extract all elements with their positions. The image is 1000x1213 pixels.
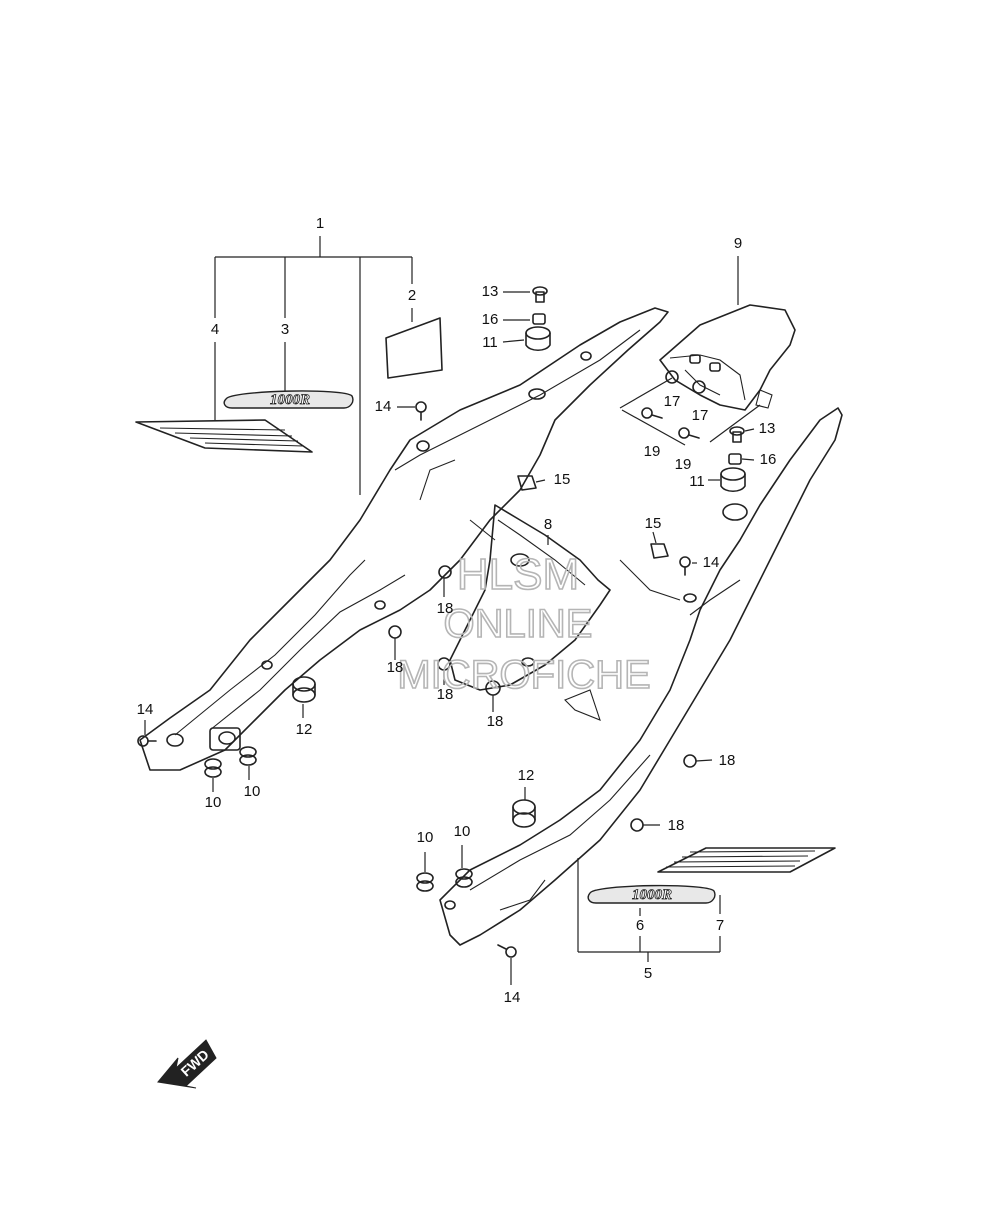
callout-5: 5 [644, 965, 652, 982]
decal-part-6: 1000R [587, 884, 716, 904]
collar-16-right [728, 453, 742, 465]
stripe-decal-part-4 [135, 419, 313, 453]
callout-1: 1 [316, 215, 324, 232]
callout-13-b: 13 [759, 420, 776, 437]
callout-11-a: 11 [482, 334, 498, 351]
nut-18-f [630, 818, 644, 832]
left-frame-cover [139, 307, 669, 771]
forward-direction-arrow: FWD [157, 1039, 217, 1089]
callout-7: 7 [716, 917, 724, 934]
callout-19-b: 19 [675, 456, 692, 473]
bolt-13-right [729, 426, 745, 443]
watermark-line-3: MICROFICHE [397, 653, 650, 697]
nut-18-e [683, 754, 697, 768]
callout-14-c: 14 [137, 701, 154, 718]
screw-14-a [415, 401, 427, 421]
watermark-line-1: HLSM [457, 550, 579, 599]
grommet-11-right [720, 467, 746, 493]
callout-4: 4 [211, 321, 219, 338]
callout-12-a: 12 [296, 721, 313, 738]
decal-logo-text-right: 1000R [632, 887, 672, 903]
callout-10-a: 10 [205, 794, 222, 811]
callout-15-a: 15 [554, 471, 571, 488]
callout-10-d: 10 [454, 823, 471, 840]
stripe-decal-part-7 [657, 847, 836, 873]
center-cover-part-8 [449, 504, 611, 691]
right-frame-cover [439, 407, 843, 946]
callout-2: 2 [408, 287, 416, 304]
callout-18-c: 18 [437, 686, 454, 703]
callout-9: 9 [734, 235, 742, 252]
damper-10-c [416, 872, 434, 892]
leader-lines [144, 256, 761, 985]
callout-13-a: 13 [482, 283, 499, 300]
watermark-line-2: ONLINE [444, 602, 593, 646]
callout-16-a: 16 [482, 311, 499, 328]
screw-14-c [137, 735, 157, 747]
screw-14-b [679, 556, 691, 576]
nut-18-b [388, 625, 402, 639]
watermark: HLSM ONLINE MICROFICHE [397, 549, 652, 698]
decal-part-3: 1000R [223, 390, 354, 409]
damper-10-a [204, 758, 222, 778]
damper-10-d [455, 868, 473, 888]
bolt-19-b [678, 427, 700, 439]
rubber-17-a [665, 370, 679, 384]
callout-11-b: 11 [689, 473, 705, 490]
callout-14-d: 14 [504, 989, 521, 1006]
bolt-13-top [532, 286, 548, 303]
clip-15-b [650, 543, 669, 559]
plate-part-2 [385, 317, 443, 379]
callout-18-a: 18 [437, 600, 454, 617]
callout-18-d: 18 [487, 713, 504, 730]
callout-17-b: 17 [692, 407, 709, 424]
callout-6: 6 [636, 917, 644, 934]
callout-19-a: 19 [644, 443, 661, 460]
nut-18-a [438, 565, 452, 579]
cushion-12-right [512, 799, 536, 828]
callout-15-b: 15 [645, 515, 662, 532]
rubber-17-b [692, 380, 706, 394]
callout-labels: 1 2 3 4 5 6 7 8 9 10 10 10 10 11 11 12 1… [137, 215, 777, 1006]
callout-17-a: 17 [664, 393, 681, 410]
decal-logo-text-left: 1000R [270, 392, 310, 408]
bracket-group-5 [577, 858, 721, 962]
cushion-12-left [292, 676, 316, 703]
callout-16-b: 16 [760, 451, 777, 468]
callout-12-b: 12 [518, 767, 535, 784]
callout-14-a: 14 [375, 398, 392, 415]
clip-15-a [517, 475, 537, 491]
bracket-group-1 [214, 236, 413, 495]
tail-cowl-part-9 [659, 304, 796, 411]
bolt-19-a [641, 407, 663, 419]
callout-3: 3 [281, 321, 289, 338]
hardware [137, 286, 746, 958]
callout-18-f: 18 [668, 817, 685, 834]
grommet-11-top [525, 326, 551, 352]
callout-14-b: 14 [703, 554, 720, 571]
callout-10-b: 10 [244, 783, 261, 800]
callout-8: 8 [544, 516, 552, 533]
callout-10-c: 10 [417, 829, 434, 846]
collar-16-top [532, 313, 546, 325]
callout-18-b: 18 [387, 659, 404, 676]
damper-10-b [239, 746, 257, 766]
screw-14-d [497, 944, 517, 958]
fwd-arrow-icon [157, 1039, 217, 1089]
callout-18-e: 18 [719, 752, 736, 769]
